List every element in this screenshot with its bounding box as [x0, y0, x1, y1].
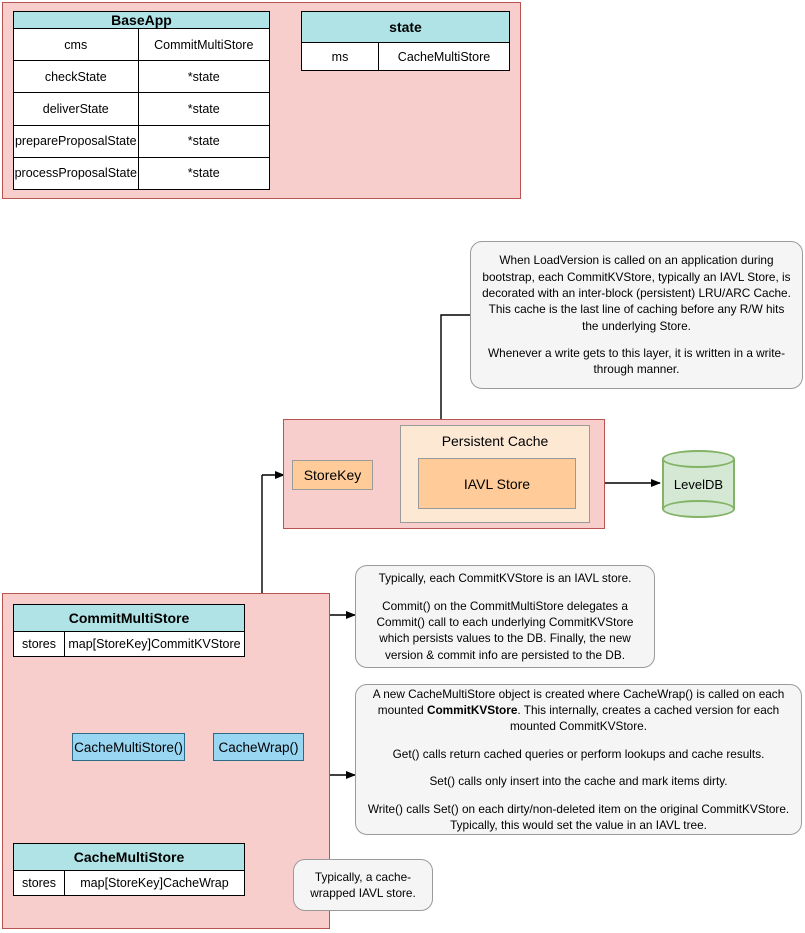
- cache-wrap-fn-box[interactable]: CacheWrap(): [213, 733, 304, 761]
- note-cache-multistore: A new CacheMultiStore object is created …: [355, 684, 802, 835]
- persistent-cache-label: Persistent Cache: [441, 433, 549, 449]
- field-name: prepareProposalState: [14, 125, 139, 157]
- cache-multistore-table-header: CacheMultiStore: [14, 844, 244, 871]
- cache-multistore-fn-label: CacheMultiStore(): [74, 739, 183, 755]
- field-type: map[StoreKey]CacheWrap: [80, 876, 229, 890]
- field-type: CacheMultiStore: [397, 49, 491, 64]
- field-name: deliverState: [14, 93, 139, 125]
- field-type: *state: [187, 102, 220, 116]
- note-cache-wrap: Typically, a cache-wrapped IAVL store.: [293, 859, 433, 911]
- iavl-store-label: IAVL Store: [463, 475, 531, 492]
- table-row[interactable]: cms CommitMultiStore: [14, 29, 269, 62]
- store-key-label: StoreKey: [303, 467, 362, 483]
- field-type: *state: [187, 166, 220, 181]
- note-paragraph: Get() calls return cached queries or per…: [392, 746, 765, 761]
- commit-multistore-table-header: CommitMultiStore: [14, 605, 244, 632]
- cache-multistore-fn-box[interactable]: CacheMultiStore(): [72, 733, 185, 761]
- field-name: processProposalState: [14, 157, 139, 190]
- note-paragraph: A new CacheMultiStore object is created …: [372, 686, 785, 734]
- cache-wrap-fn-label: CacheWrap(): [218, 739, 299, 755]
- baseapp-table[interactable]: BaseApp cms CommitMultiStore checkState …: [13, 11, 270, 190]
- leveldb-cylinder[interactable]: LevelDB: [662, 450, 735, 518]
- note-paragraph: Whenever a write gets to this layer, it …: [488, 346, 785, 377]
- note-persistent-cache: When LoadVersion is called on an applica…: [470, 241, 803, 389]
- store-key-box[interactable]: StoreKey: [292, 460, 373, 490]
- baseapp-table-header: BaseApp: [14, 12, 269, 29]
- field-type: map[StoreKey]CommitKVStore: [68, 637, 241, 651]
- note-paragraph: Typically, a cache-wrapped IAVL store.: [310, 869, 416, 900]
- field-name: stores: [14, 871, 65, 895]
- note-commit-multistore: Typically, each CommitKVStore is an IAVL…: [355, 565, 655, 668]
- table-row[interactable]: prepareProposalState *state: [14, 125, 269, 158]
- field-name: stores: [14, 632, 65, 656]
- note-emphasis: CommitKVStore: [426, 703, 518, 718]
- cache-multistore-table[interactable]: CacheMultiStore stores map[StoreKey]Cach…: [13, 843, 245, 896]
- note-paragraph: When LoadVersion is called on an applica…: [482, 253, 791, 333]
- field-type: *state: [187, 69, 220, 84]
- iavl-store-box[interactable]: IAVL Store: [418, 458, 576, 509]
- field-name: cms: [14, 29, 139, 61]
- commit-multistore-table[interactable]: CommitMultiStore stores map[StoreKey]Com…: [13, 604, 245, 657]
- table-row[interactable]: checkState *state: [14, 61, 269, 94]
- table-row[interactable]: ms CacheMultiStore: [302, 43, 509, 70]
- table-row[interactable]: stores map[StoreKey]CommitKVStore: [14, 632, 244, 656]
- cylinder-bottom-ellipse: [662, 500, 735, 518]
- note-paragraph: Write() calls Set() on each dirty/non-de…: [367, 801, 790, 832]
- table-row[interactable]: stores map[StoreKey]CacheWrap: [14, 871, 244, 895]
- field-name: ms: [302, 43, 379, 70]
- state-table-header: state: [302, 12, 509, 43]
- note-paragraph: Set() calls only insert into the cache a…: [429, 774, 728, 789]
- table-row[interactable]: deliverState *state: [14, 93, 269, 126]
- leveldb-label: LevelDB: [673, 476, 724, 492]
- field-type: *state: [187, 134, 220, 149]
- field-type: CommitMultiStore: [154, 37, 254, 52]
- field-name: checkState: [14, 61, 139, 93]
- table-row[interactable]: processProposalState *state: [14, 157, 269, 190]
- cylinder-top-ellipse: [662, 450, 735, 468]
- note-paragraph: Commit() on the CommitMultiStore delegat…: [376, 598, 634, 662]
- note-paragraph: Typically, each CommitKVStore is an IAVL…: [378, 571, 632, 586]
- state-table[interactable]: state ms CacheMultiStore: [301, 11, 510, 71]
